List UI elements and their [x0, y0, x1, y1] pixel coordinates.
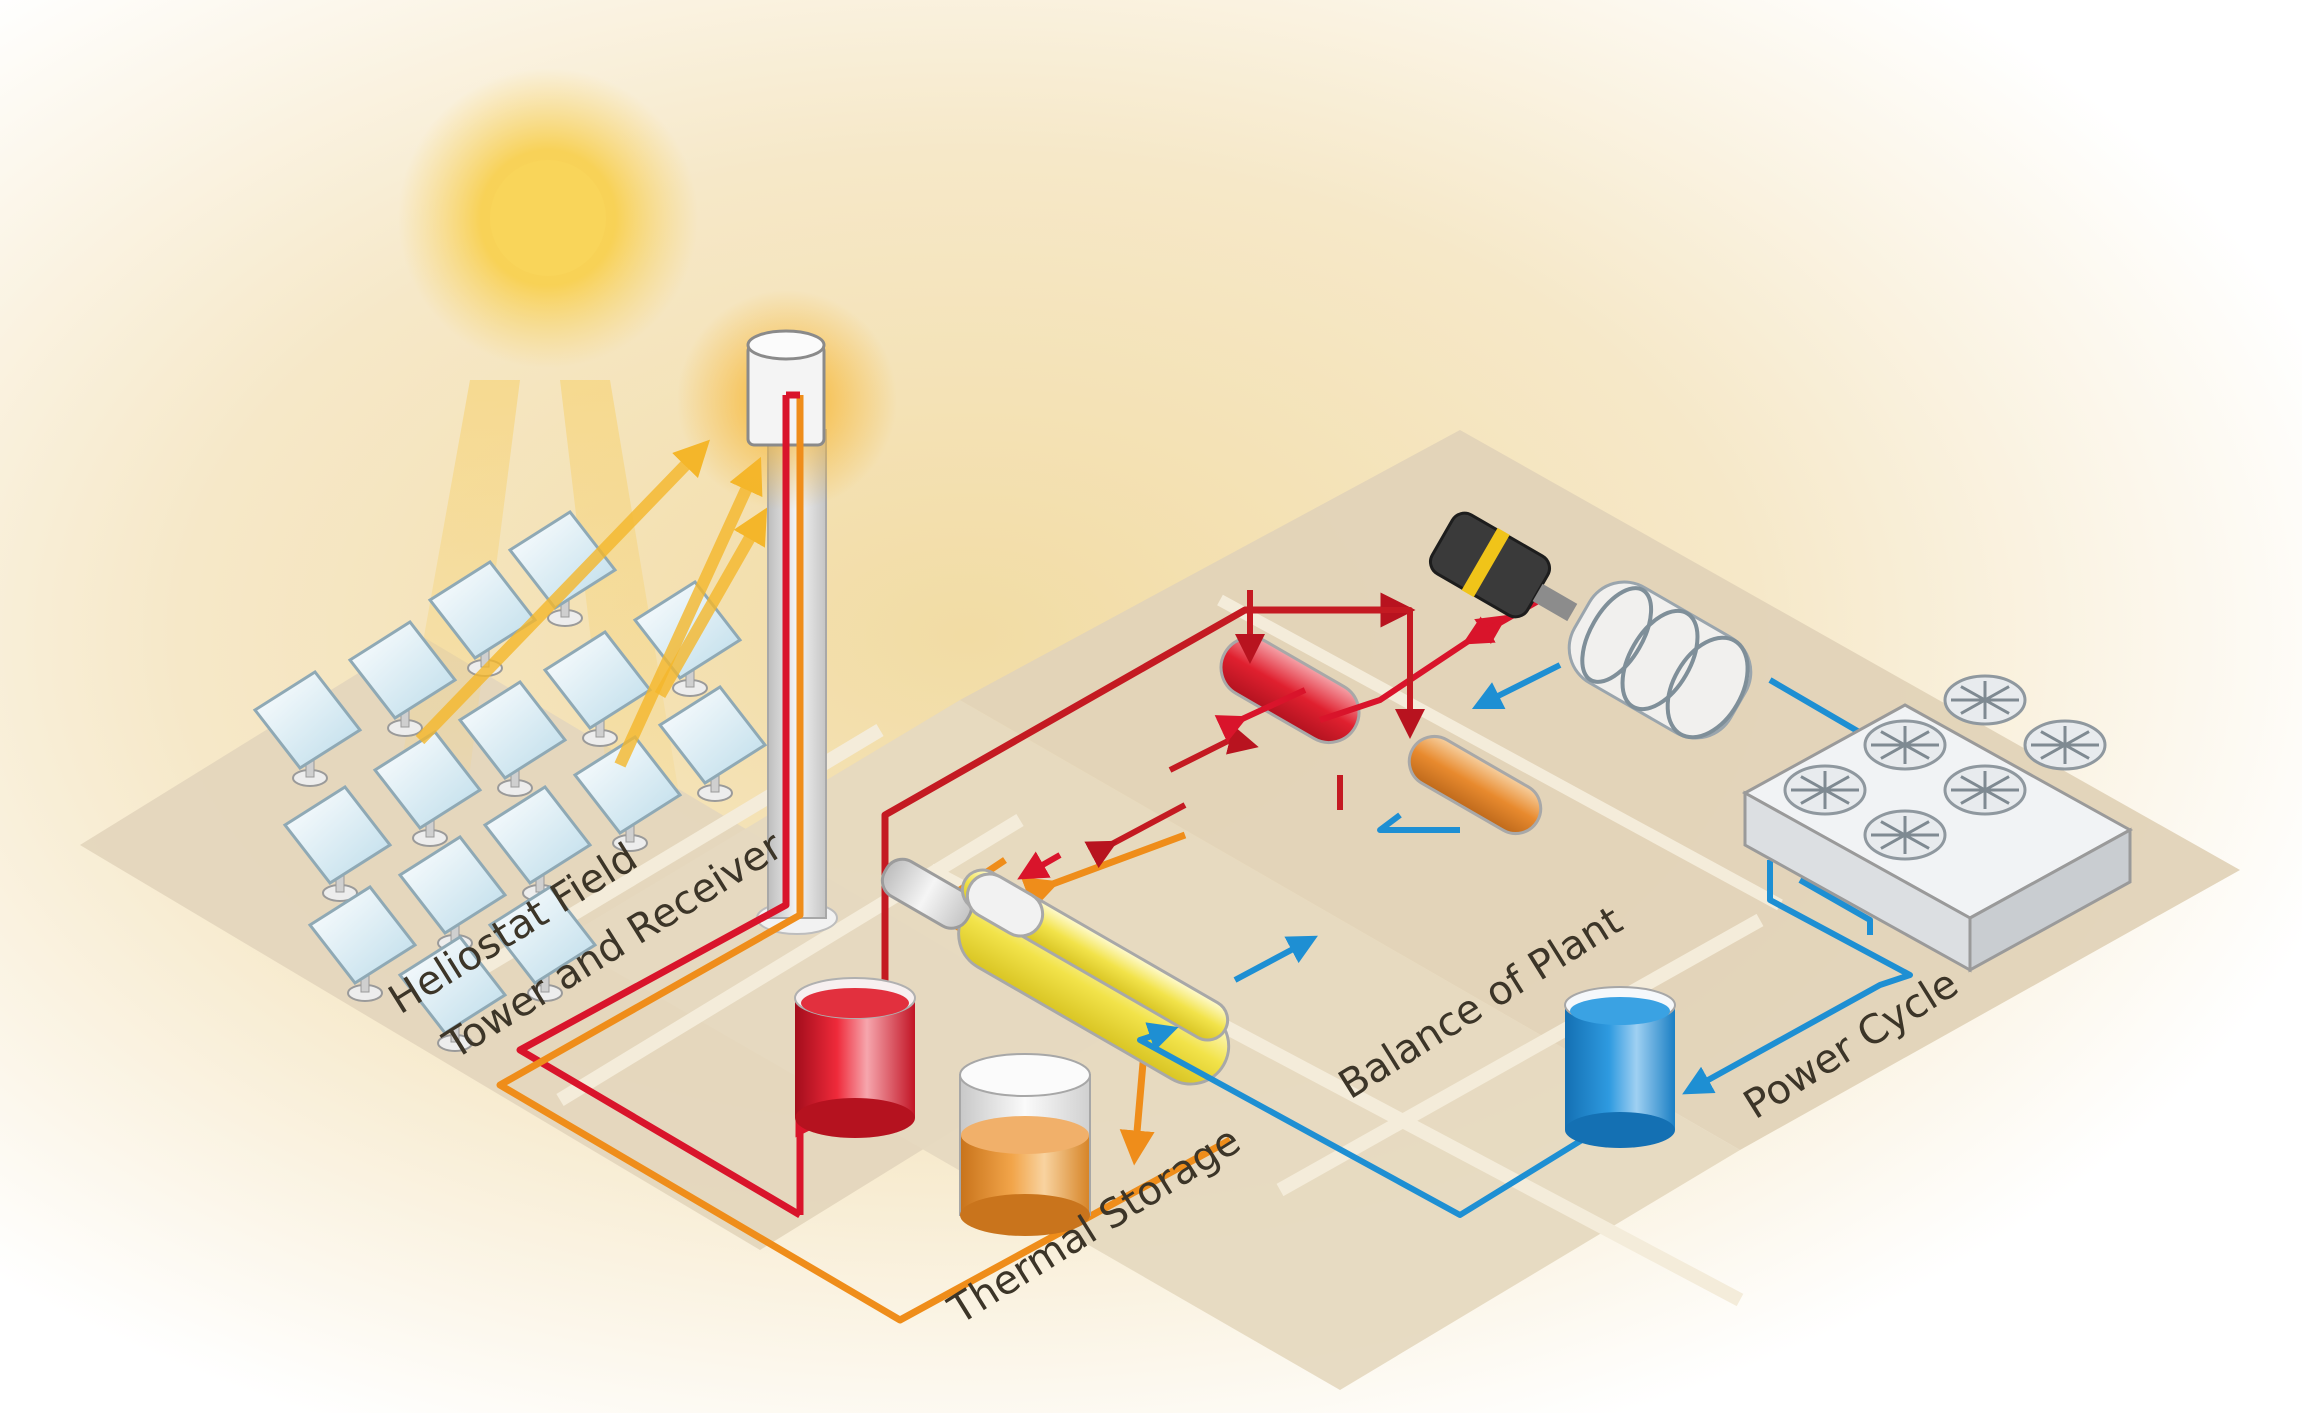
heliostat-mirror [542, 630, 653, 747]
co2-storage-tank [1564, 986, 1676, 1148]
fan-icon [1863, 719, 1947, 771]
turbine-compressor [1567, 580, 1753, 740]
heliostat-mirror [252, 670, 363, 787]
heliostat-mirror [457, 680, 568, 797]
heliostat-mirror [282, 785, 393, 902]
fan-icon [1943, 764, 2027, 816]
fan-icon [2023, 719, 2107, 771]
cooler-fans [1783, 674, 2107, 861]
generator [1428, 511, 1578, 622]
heliostat-mirror [487, 885, 598, 1002]
fan-icon [1863, 809, 1947, 861]
co2-loops [1017, 590, 1913, 1218]
heliostat-mirror [572, 735, 683, 852]
heliostat-mirror [372, 730, 483, 847]
low-temp-heat-exchanger [1407, 735, 1543, 835]
cold-salt-tank [959, 1053, 1091, 1236]
hot-salt-tank [794, 977, 916, 1138]
heliostat-mirror [347, 620, 458, 737]
reflected-rays [415, 439, 768, 768]
fan-icon [1783, 764, 1867, 816]
dry-cooler [1741, 674, 2134, 973]
heliostat-mirror [397, 935, 508, 1052]
heliostat-mirror [657, 685, 768, 802]
recuperator [960, 868, 1230, 1042]
fan-icon [1943, 674, 2027, 726]
sun-icon [398, 68, 698, 368]
heliostat-mirror [307, 885, 418, 1002]
tower-pipes [496, 391, 1232, 1324]
